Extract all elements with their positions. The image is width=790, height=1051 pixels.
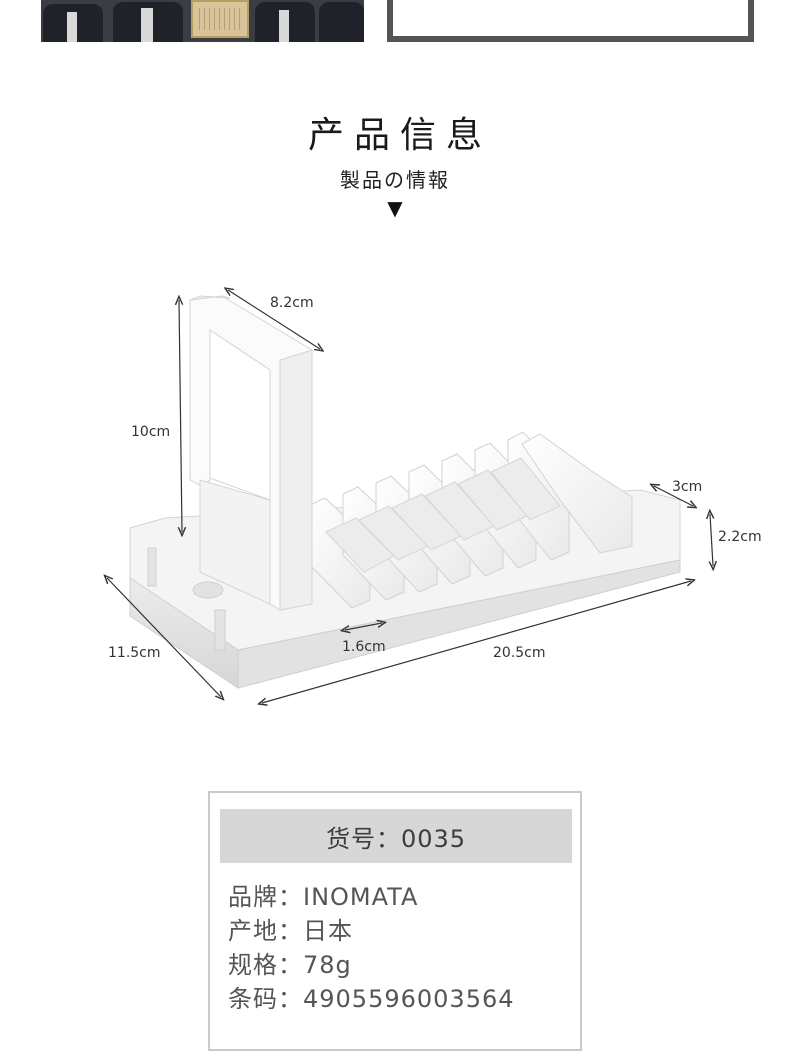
section-title-cn: 产品信息 (307, 115, 492, 156)
product-dimension-diagram: 8.2cm 10cm 3cm 2.2cm 11.5cm 1.6cm 20.5cm (0, 240, 762, 720)
dim-base-length: 20.5cm (493, 645, 546, 661)
dim-base-height: 2.2cm (718, 529, 762, 545)
dish-rack (129, 295, 681, 689)
dim-handle-width: 8.2cm (270, 295, 314, 311)
dim-slot-gap: 1.6cm (342, 639, 386, 655)
item-number: 货号：0035 (220, 809, 572, 863)
certificate (191, 0, 249, 38)
spec-brand: 品牌：INOMATA (228, 883, 419, 911)
dim-base-depth: 11.5cm (108, 645, 161, 661)
spec-panel: 货号：0035 品牌：INOMATA 产地：日本 规格：78g 条码：49055… (208, 791, 582, 1051)
dim-slot-depth: 3cm (672, 479, 702, 495)
spec-barcode: 条码：4905596003564 (228, 985, 515, 1013)
down-arrow-icon: ▼ (387, 196, 403, 220)
award-photo (41, 0, 364, 42)
section-title-jp: 製品の情報 (340, 168, 450, 192)
dim-handle-height: 10cm (131, 424, 170, 440)
spec-weight: 规格：78g (228, 951, 352, 979)
top-frame-box (387, 0, 754, 42)
spec-origin: 产地：日本 (228, 917, 353, 945)
